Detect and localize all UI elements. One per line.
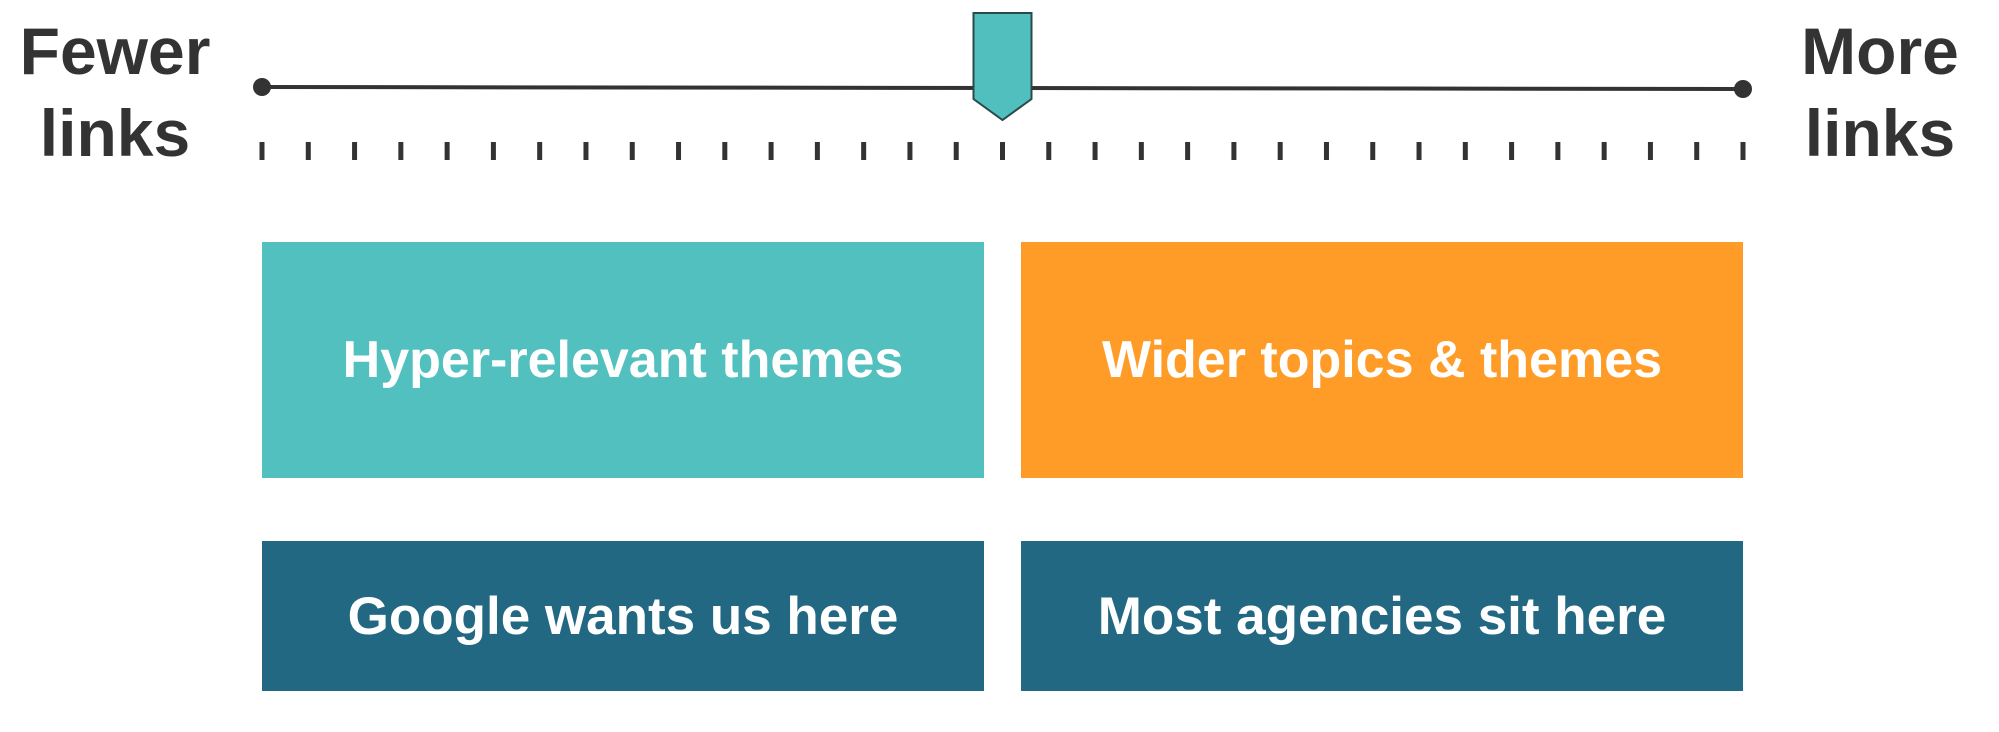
scale-right-endpoint (1734, 80, 1752, 98)
link-scale (253, 12, 1752, 160)
more-links-label-line2: links (1804, 96, 1956, 170)
google-wants-us-here-label: Google wants us here (347, 586, 899, 646)
fewer-links-label: Fewer links (5, 10, 225, 174)
more-links-label-line1: More (1801, 14, 1959, 88)
wider-topics-themes-label: Wider topics & themes (1101, 331, 1663, 389)
wider-topics-themes-box: Wider topics & themes (1021, 242, 1743, 478)
google-wants-us-here-box: Google wants us here (262, 541, 984, 691)
most-agencies-sit-here-label: Most agencies sit here (1097, 586, 1667, 646)
scale-left-endpoint (253, 78, 271, 96)
hyper-relevant-themes-box: Hyper-relevant themes (262, 242, 984, 478)
fewer-links-label-line1: Fewer (19, 14, 211, 88)
more-links-label: More links (1770, 10, 1990, 174)
scale-ticks (259, 142, 1746, 160)
fewer-links-label-line2: links (39, 96, 191, 170)
hyper-relevant-themes-label: Hyper-relevant themes (342, 331, 904, 389)
most-agencies-sit-here-box: Most agencies sit here (1021, 541, 1743, 691)
scale-marker[interactable] (972, 12, 1033, 122)
